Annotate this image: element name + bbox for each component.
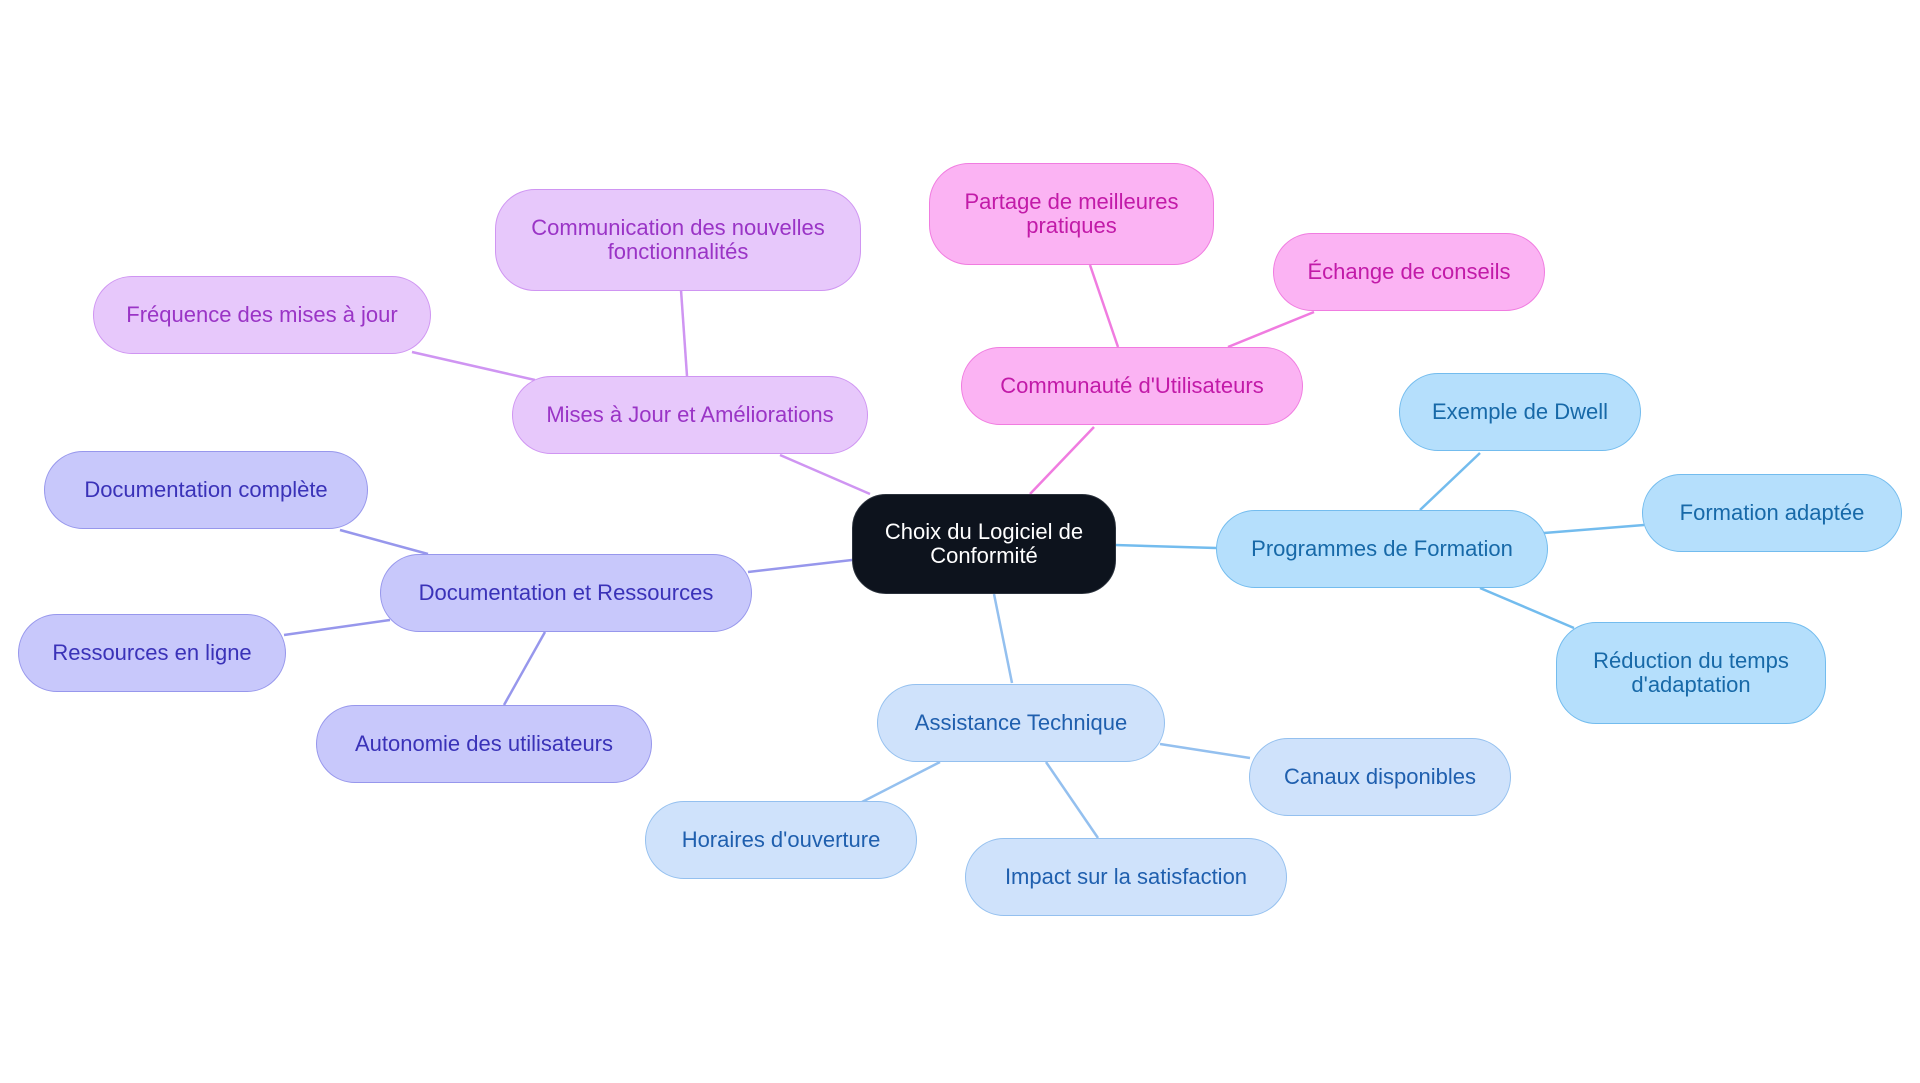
node-dwell-label: Exemple de Dwell bbox=[1431, 399, 1609, 424]
edge-assistance-impact bbox=[1044, 761, 1100, 839]
edge-root-formation bbox=[1114, 543, 1217, 550]
node-canaux-label: Canaux disponibles bbox=[1283, 764, 1477, 789]
node-frequence-mises-a-jour[interactable]: Fréquence des mises à jour bbox=[93, 276, 431, 354]
edge-formation-adaptee bbox=[1543, 523, 1645, 535]
node-documentation-label: Documentation et Ressources bbox=[418, 580, 714, 605]
edge-mises-frequence bbox=[411, 350, 536, 382]
node-frequence-label: Fréquence des mises à jour bbox=[126, 302, 398, 327]
node-partage-label: Partage de meilleures pratiques bbox=[964, 189, 1179, 238]
node-communaute-utilisateurs[interactable]: Communauté d'Utilisateurs bbox=[961, 347, 1303, 425]
root-label: Choix du Logiciel de Conformité bbox=[884, 519, 1084, 568]
node-programmes-label: Programmes de Formation bbox=[1251, 536, 1513, 561]
edge-communaute-partage bbox=[1088, 264, 1120, 348]
node-ressources-label: Ressources en ligne bbox=[52, 640, 252, 665]
node-echange-label: Échange de conseils bbox=[1307, 259, 1511, 284]
node-formation-adaptee[interactable]: Formation adaptée bbox=[1642, 474, 1902, 552]
edge-documentation-ressources bbox=[283, 618, 391, 637]
node-impact-satisfaction[interactable]: Impact sur la satisfaction bbox=[965, 838, 1287, 916]
edge-root-communaute bbox=[1029, 426, 1095, 495]
node-communication-label: Communication des nouvelles fonctionnali… bbox=[531, 215, 825, 264]
node-assistance-technique[interactable]: Assistance Technique bbox=[877, 684, 1165, 762]
node-ressources-en-ligne[interactable]: Ressources en ligne bbox=[18, 614, 286, 692]
edge-mises-communication bbox=[679, 289, 689, 377]
node-documentation-complete[interactable]: Documentation complète bbox=[44, 451, 368, 529]
edge-documentation-autonomie bbox=[502, 631, 547, 706]
node-communaute-label: Communauté d'Utilisateurs bbox=[1000, 373, 1264, 398]
node-documentation-complete-label: Documentation complète bbox=[84, 477, 328, 502]
node-documentation-ressources[interactable]: Documentation et Ressources bbox=[380, 554, 752, 632]
node-programmes-formation[interactable]: Programmes de Formation bbox=[1216, 510, 1548, 588]
node-echange-conseils[interactable]: Échange de conseils bbox=[1273, 233, 1545, 311]
node-canaux-disponibles[interactable]: Canaux disponibles bbox=[1249, 738, 1511, 816]
node-horaires-ouverture[interactable]: Horaires d'ouverture bbox=[645, 801, 917, 879]
node-partage-meilleures-pratiques[interactable]: Partage de meilleures pratiques bbox=[929, 163, 1214, 265]
edge-assistance-horaires bbox=[861, 760, 941, 804]
node-reduction-temps-adaptation[interactable]: Réduction du temps d'adaptation bbox=[1556, 622, 1826, 724]
edge-formation-dwell bbox=[1419, 452, 1481, 511]
node-autonomie-label: Autonomie des utilisateurs bbox=[354, 731, 614, 756]
edge-root-mises bbox=[779, 453, 871, 496]
root-node[interactable]: Choix du Logiciel de Conformité bbox=[852, 494, 1116, 594]
edge-root-assistance bbox=[992, 593, 1014, 684]
edge-documentation-complete bbox=[339, 528, 429, 556]
node-mises-a-jour-label: Mises à Jour et Améliorations bbox=[546, 402, 834, 427]
node-exemple-dwell[interactable]: Exemple de Dwell bbox=[1399, 373, 1641, 451]
node-formation-adaptee-label: Formation adaptée bbox=[1679, 500, 1865, 525]
node-mises-a-jour[interactable]: Mises à Jour et Améliorations bbox=[512, 376, 868, 454]
node-reduction-label: Réduction du temps d'adaptation bbox=[1593, 648, 1789, 697]
edge-assistance-canaux bbox=[1159, 742, 1251, 760]
node-impact-label: Impact sur la satisfaction bbox=[1004, 864, 1248, 889]
node-horaires-label: Horaires d'ouverture bbox=[681, 827, 881, 852]
edge-root-documentation bbox=[747, 558, 853, 574]
edge-communaute-echange bbox=[1227, 310, 1315, 349]
node-autonomie-utilisateurs[interactable]: Autonomie des utilisateurs bbox=[316, 705, 652, 783]
node-communication-nouvelles-fonctionnalites[interactable]: Communication des nouvelles fonctionnali… bbox=[495, 189, 861, 291]
node-assistance-label: Assistance Technique bbox=[914, 710, 1128, 735]
edge-formation-reduction bbox=[1479, 586, 1575, 630]
